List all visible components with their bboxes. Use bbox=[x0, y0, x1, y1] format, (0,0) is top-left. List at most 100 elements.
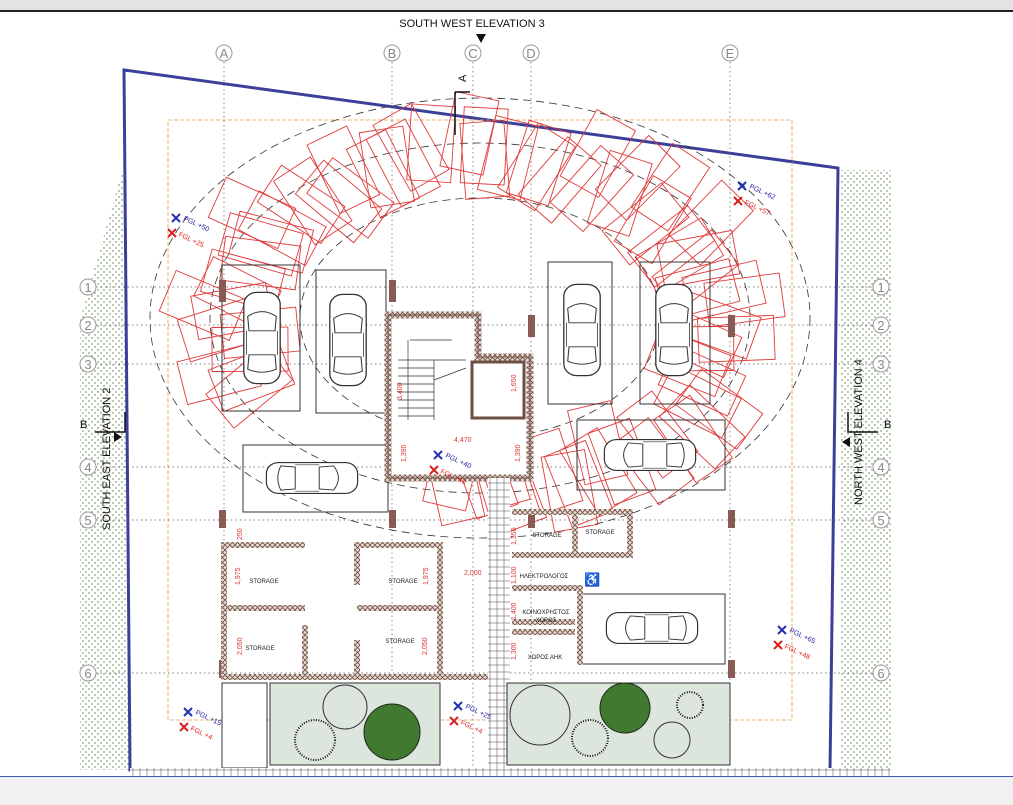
dim-lobby-depth: 1,390 bbox=[515, 444, 522, 462]
room-label-storage: STORAGE bbox=[245, 646, 274, 652]
tree bbox=[509, 684, 571, 746]
boundary-fence bbox=[130, 768, 890, 776]
svg-text:D: D bbox=[526, 46, 535, 61]
grid-bubble-row: 2 bbox=[872, 316, 890, 334]
car bbox=[563, 283, 601, 377]
viewer-statusbar bbox=[0, 776, 1013, 805]
dim-room: 1,400 bbox=[511, 602, 518, 620]
floor-plan-drawing[interactable]: 4,470 1,650 3,400 1,390 1,390 STORAGE ST… bbox=[0, 12, 1013, 776]
grid-bubble-row: 5 bbox=[872, 511, 890, 529]
fgl-icon bbox=[179, 722, 189, 732]
swept-path-outline bbox=[635, 217, 725, 295]
svg-text:A: A bbox=[457, 74, 469, 82]
left-hedge bbox=[80, 165, 132, 770]
swept-path-outline bbox=[217, 212, 304, 277]
fgl-icon bbox=[429, 465, 439, 475]
pgl-label: PGL +15 bbox=[194, 709, 222, 727]
svg-text:4: 4 bbox=[84, 460, 91, 475]
stair-core bbox=[384, 311, 534, 482]
swept-path-outline bbox=[306, 125, 381, 215]
pgl-icon bbox=[453, 701, 463, 711]
grid-bubble-row: 1 bbox=[872, 278, 890, 296]
fgl-icon bbox=[449, 716, 459, 726]
pgl-icon bbox=[737, 181, 747, 191]
room-label-storage: STORAGE bbox=[385, 639, 414, 645]
viewer-toolbar bbox=[0, 0, 1013, 12]
parking-bay bbox=[576, 419, 726, 491]
fgl-label: FGL +48 bbox=[783, 643, 811, 661]
swept-path-outline bbox=[439, 91, 500, 176]
parking-bay bbox=[547, 261, 613, 405]
swept-path-outline bbox=[703, 272, 786, 328]
section-marker-b-right: B bbox=[842, 412, 891, 447]
grid-bubble-column: C bbox=[464, 44, 482, 62]
fgl-icon bbox=[167, 228, 177, 238]
swept-path-outline bbox=[567, 400, 629, 486]
grid-bubble-row: 3 bbox=[872, 355, 890, 373]
fgl-label: FGL +4 bbox=[459, 719, 483, 735]
dim-lift-depth: 1,650 bbox=[511, 374, 518, 392]
svg-text:3: 3 bbox=[84, 357, 91, 372]
grid-bubble-row: 2 bbox=[79, 316, 97, 334]
svg-text:5: 5 bbox=[84, 513, 91, 528]
swept-path-outline bbox=[653, 363, 742, 439]
tree bbox=[363, 703, 421, 761]
grid-bubble-column: B bbox=[383, 44, 401, 62]
pgl-icon bbox=[183, 707, 193, 717]
svg-text:2: 2 bbox=[84, 318, 91, 333]
dim-storage-lower: 2,050 bbox=[422, 637, 429, 655]
dim-room: 1,350 bbox=[511, 527, 518, 545]
car bbox=[329, 293, 367, 387]
grid-bubble-column: D bbox=[522, 44, 540, 62]
building-outline bbox=[167, 119, 793, 721]
section-marker-b-left: B bbox=[80, 412, 126, 442]
room-label-utility: ΧΩΡΟΣ ΑΗΚ bbox=[528, 655, 563, 661]
swept-path-outline bbox=[601, 182, 690, 266]
svg-text:E: E bbox=[726, 46, 735, 61]
car bbox=[265, 462, 359, 494]
svg-text:1: 1 bbox=[84, 280, 91, 295]
room-label-common-area: ΚΟΙΝΟΧΡΗΣΤΟΣ bbox=[522, 610, 569, 616]
tree bbox=[599, 682, 651, 734]
svg-text:1: 1 bbox=[877, 280, 884, 295]
grid-bubble-row: 3 bbox=[79, 355, 97, 373]
dim-stair: 3,400 bbox=[397, 382, 404, 400]
car bbox=[605, 611, 699, 645]
parking-bay bbox=[639, 261, 711, 405]
car bbox=[243, 291, 281, 385]
dim-storage-upper: 1,975 bbox=[423, 567, 430, 585]
swept-path-outline bbox=[549, 144, 635, 233]
grid-bubble-column: E bbox=[721, 44, 739, 62]
room-label-storage: STORAGE bbox=[532, 533, 561, 539]
tree bbox=[322, 684, 368, 730]
swept-path-outline bbox=[219, 235, 302, 291]
trees bbox=[294, 682, 704, 761]
swept-path-outline bbox=[372, 102, 450, 192]
room-label-electrical: ΗΛΕΚΤΡΟΛΟΓΟΣ bbox=[520, 574, 569, 580]
dim-lobby-depth: 1,390 bbox=[401, 444, 408, 462]
swept-path-outline bbox=[630, 142, 711, 232]
svg-text:B: B bbox=[388, 46, 397, 61]
grid-bubble-row: 4 bbox=[79, 458, 97, 476]
swept-path-outline bbox=[237, 190, 327, 267]
corridor-walkway bbox=[488, 478, 510, 776]
dim-corridor: 2,000 bbox=[464, 570, 482, 577]
swept-path-outline bbox=[365, 118, 442, 208]
swept-path-outline bbox=[294, 159, 383, 244]
pgl-icon bbox=[777, 625, 787, 635]
grid-bubble-row: 6 bbox=[79, 664, 97, 682]
room-label-storage: STORAGE bbox=[585, 530, 614, 536]
swept-path-outline bbox=[643, 327, 732, 398]
fgl-icon bbox=[733, 196, 743, 206]
swept-path-outline bbox=[517, 136, 602, 224]
swept-path-outline bbox=[207, 176, 297, 250]
storage-walls bbox=[221, 509, 633, 680]
tree bbox=[653, 721, 691, 759]
grid-bubble-row: 5 bbox=[79, 511, 97, 529]
grid-bubble-row: 4 bbox=[872, 458, 890, 476]
swept-path-outline bbox=[306, 157, 395, 239]
fgl-label: FGL +4 bbox=[189, 725, 213, 741]
